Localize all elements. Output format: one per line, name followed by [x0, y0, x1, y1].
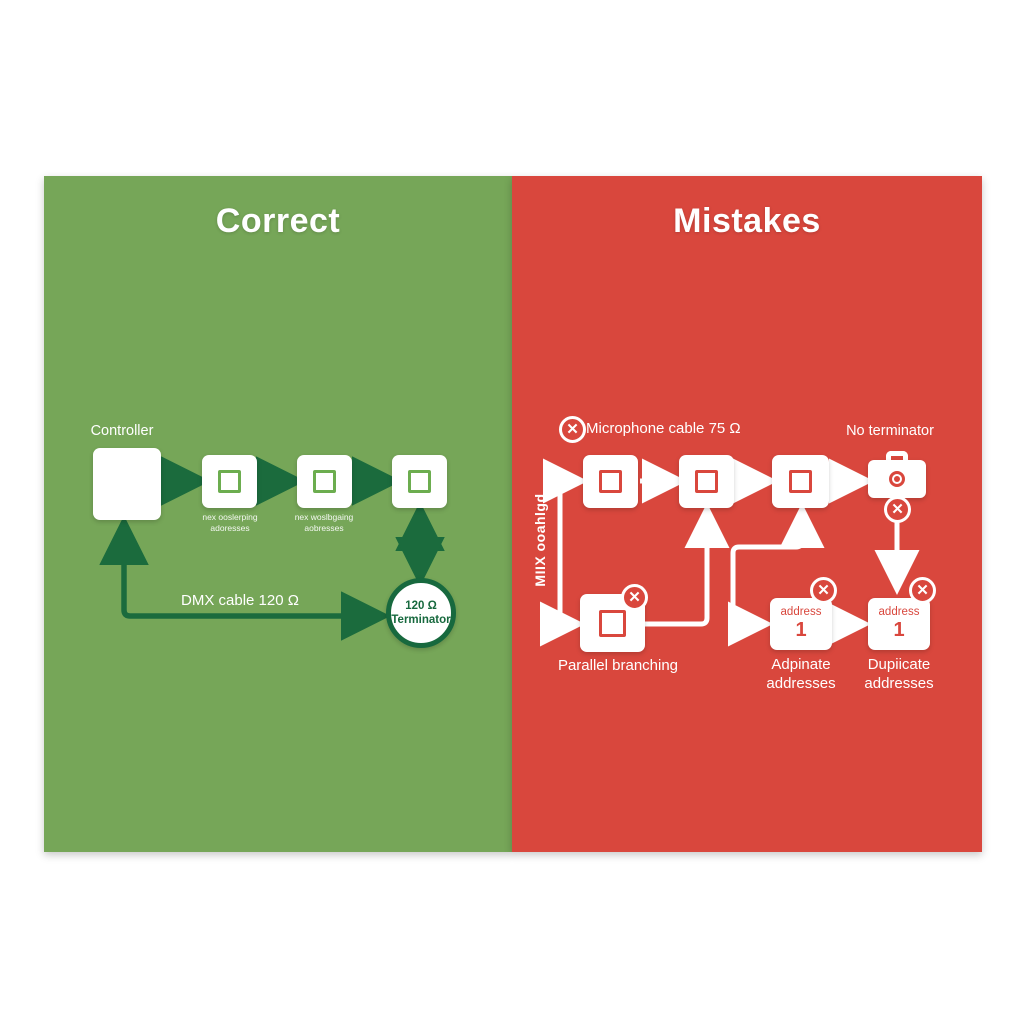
fixture-3 [392, 455, 447, 508]
controller-label: Controller [90, 423, 154, 439]
mistakes-wiring-lines [540, 458, 920, 647]
address-box-2-caption-line1: Dupiicate [867, 656, 931, 673]
fixture-1-caption: nex ooslerping adoresses [180, 512, 280, 535]
fixture-2-caption-line2: aobresses [304, 523, 344, 534]
no-terminator-label: No terminator [846, 423, 934, 439]
address-box-2-caption-line2: addresses [864, 674, 934, 692]
x-glyph: ✕ [916, 582, 929, 599]
terminator-node: 120 Ω Terminator [386, 578, 456, 648]
error-x-icon-address1: ✕ [810, 577, 837, 604]
case-handle [886, 451, 908, 466]
error-x-icon-address2: ✕ [909, 577, 936, 604]
error-x-icon-mic-cable: ✕ [559, 416, 586, 443]
x-glyph: ✕ [891, 501, 904, 518]
fixture-2-caption-line1: nex woslbgaing [294, 512, 354, 522]
fixture-2-caption: nex woslbgaing aobresses [274, 512, 374, 535]
case-body [868, 460, 926, 498]
address-box-2: address 1 [868, 598, 930, 650]
mistake-fixture-3 [772, 455, 829, 508]
mistake-fixture-1 [583, 455, 638, 508]
x-glyph: ✕ [566, 421, 579, 438]
case-ring [889, 471, 905, 487]
address-number: 1 [893, 619, 905, 641]
fixture-2 [297, 455, 352, 508]
dmx-port-icon [408, 470, 431, 493]
address-word: address [780, 606, 822, 618]
address-box-1-caption: Adpinate addresses [751, 656, 851, 694]
address-box-1-caption-line1: Adpinate [771, 656, 831, 673]
dmx-port-icon [789, 470, 812, 493]
address-box-2-caption: Dupiicate addresses [849, 656, 949, 694]
controller-box [93, 448, 161, 520]
dmx-port-icon [695, 470, 718, 493]
mistake-fixture-2 [679, 455, 734, 508]
x-glyph: ✕ [628, 589, 641, 606]
wire-parallel-to-rfixture2 [645, 503, 730, 627]
case-dot [894, 476, 900, 482]
address-box-1-caption-line2: addresses [766, 674, 836, 692]
microphone-cable-label: Microphone cable 75 Ω [586, 420, 741, 437]
fixture-1-caption-line2: adoresses [210, 523, 250, 534]
dmx-cable-label: DMX cable 120 Ω [181, 592, 299, 609]
terminator-impedance: 120 Ω [405, 599, 437, 612]
mistakes-panel: Mistakes ✕ Microphone [512, 176, 982, 852]
fixture-1 [202, 455, 257, 508]
dmx-port-icon [313, 470, 336, 493]
parallel-branching-label: Parallel branching [557, 657, 679, 674]
fixture-1-caption-line1: nex ooslerping [202, 512, 258, 522]
wire-branch-to-address1 [728, 601, 773, 647]
dmx-port-icon [599, 470, 622, 493]
vertical-cable-label: MIIX ooahlgd [532, 493, 548, 587]
wire-split-to-parallel-fixture [540, 601, 585, 647]
mistakes-panel-title: Mistakes [673, 202, 821, 240]
address-box-1: address 1 [770, 598, 832, 650]
dmx-port-icon [599, 609, 626, 637]
open-end-case-icon [868, 451, 926, 498]
wire-split-to-fixture1 [543, 458, 588, 618]
dmx-port-icon [218, 470, 241, 493]
address-number: 1 [795, 619, 807, 641]
error-x-icon-no-terminator: ✕ [884, 496, 911, 523]
error-x-icon-parallel: ✕ [621, 584, 648, 611]
terminator-word: Terminator [391, 614, 451, 626]
correct-panel: Correct Controller [44, 176, 512, 852]
correct-panel-title: Correct [215, 202, 341, 240]
x-glyph: ✕ [817, 582, 830, 599]
address-word: address [878, 606, 920, 618]
